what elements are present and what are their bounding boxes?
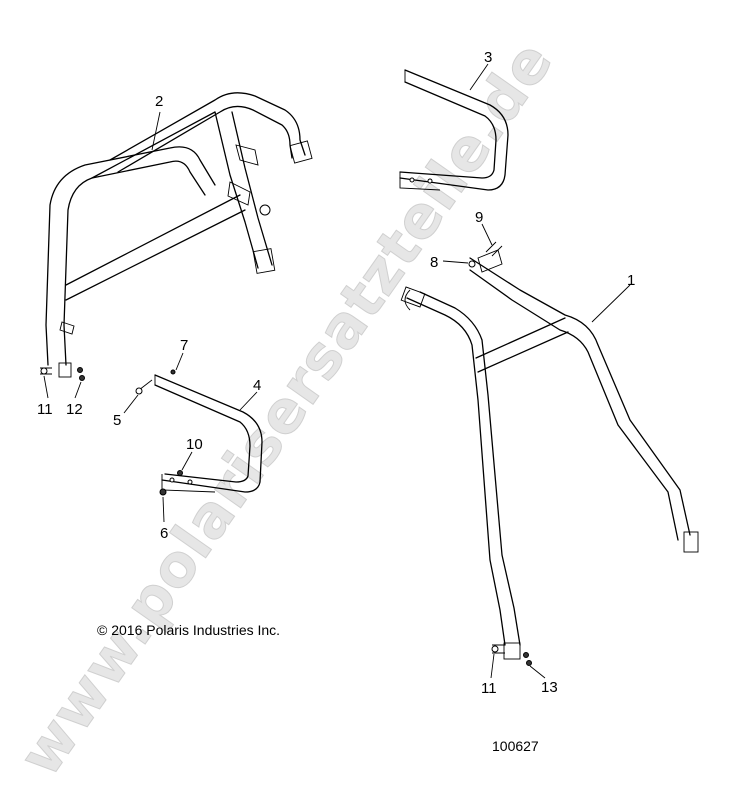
part-1-front-cage: [400, 249, 699, 660]
hardware-5-6-7-10: [135, 369, 183, 496]
part-2-rear-cage: [45, 92, 313, 378]
callout-4: 4: [253, 377, 261, 394]
part-3-bar: [399, 69, 509, 191]
leader-lines: [43, 63, 631, 679]
callout-7: 7: [180, 337, 188, 354]
hardware-8-9-11-13: [468, 241, 532, 666]
callout-11-front: 11: [481, 680, 497, 697]
callout-3: 3: [484, 49, 492, 66]
copyright-notice: © 2016 Polaris Industries Inc.: [97, 622, 281, 638]
callout-9: 9: [475, 209, 483, 226]
callout-10: 10: [186, 436, 203, 453]
callout-6: 6: [160, 525, 168, 542]
callout-labels: 1 2 3 4 5 6 7 8 9 10 11 12 11 13: [37, 49, 635, 697]
callout-5: 5: [113, 412, 121, 429]
diagram-id: 100627: [492, 738, 539, 754]
callout-2: 2: [155, 93, 163, 110]
callout-12: 12: [66, 401, 83, 418]
hardware-11-12-rear: [40, 367, 85, 381]
callout-1: 1: [627, 272, 635, 289]
callout-8: 8: [430, 254, 438, 271]
callout-11-rear: 11: [37, 401, 53, 418]
watermark: www.polarisersatzteile.de: [6, 29, 566, 789]
callout-13: 13: [541, 679, 558, 696]
